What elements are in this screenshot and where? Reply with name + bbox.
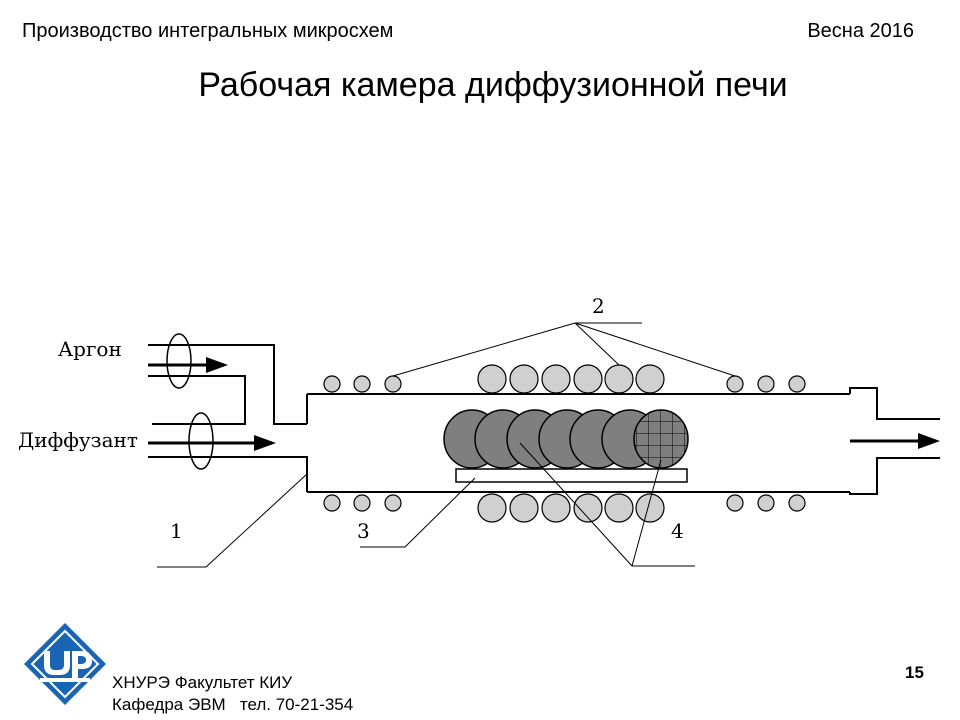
footer-university: ХНУРЭ Факультет КИУ: [112, 673, 293, 692]
argon-label: Аргон: [58, 337, 122, 361]
leader-lines: [157, 322, 736, 568]
university-logo-icon: [24, 623, 106, 705]
label-2: 2: [592, 294, 605, 318]
course-title: Производство интегральных микросхем: [22, 20, 394, 42]
term-label: Весна 2016: [807, 20, 914, 42]
page-number: 15: [905, 663, 924, 682]
argon-flow-arrow: [148, 333, 228, 389]
inlet-pipes: [148, 344, 308, 492]
diffusant-label: Диффузант: [18, 428, 138, 452]
label-4: 4: [671, 519, 684, 543]
slide-title: Рабочая камера диффузионной печи: [198, 66, 788, 104]
outlet-flow-arrow: [850, 433, 940, 449]
diffusant-flow-arrow: [148, 412, 276, 470]
label-3: 3: [357, 519, 370, 543]
chamber-tube: [307, 387, 940, 495]
quartz-boat: [455, 468, 688, 483]
footer-department: Кафедра ЭВМ тел. 70-21-354: [112, 695, 354, 714]
silicon-wafers: [443, 409, 689, 469]
label-1: 1: [170, 519, 183, 543]
